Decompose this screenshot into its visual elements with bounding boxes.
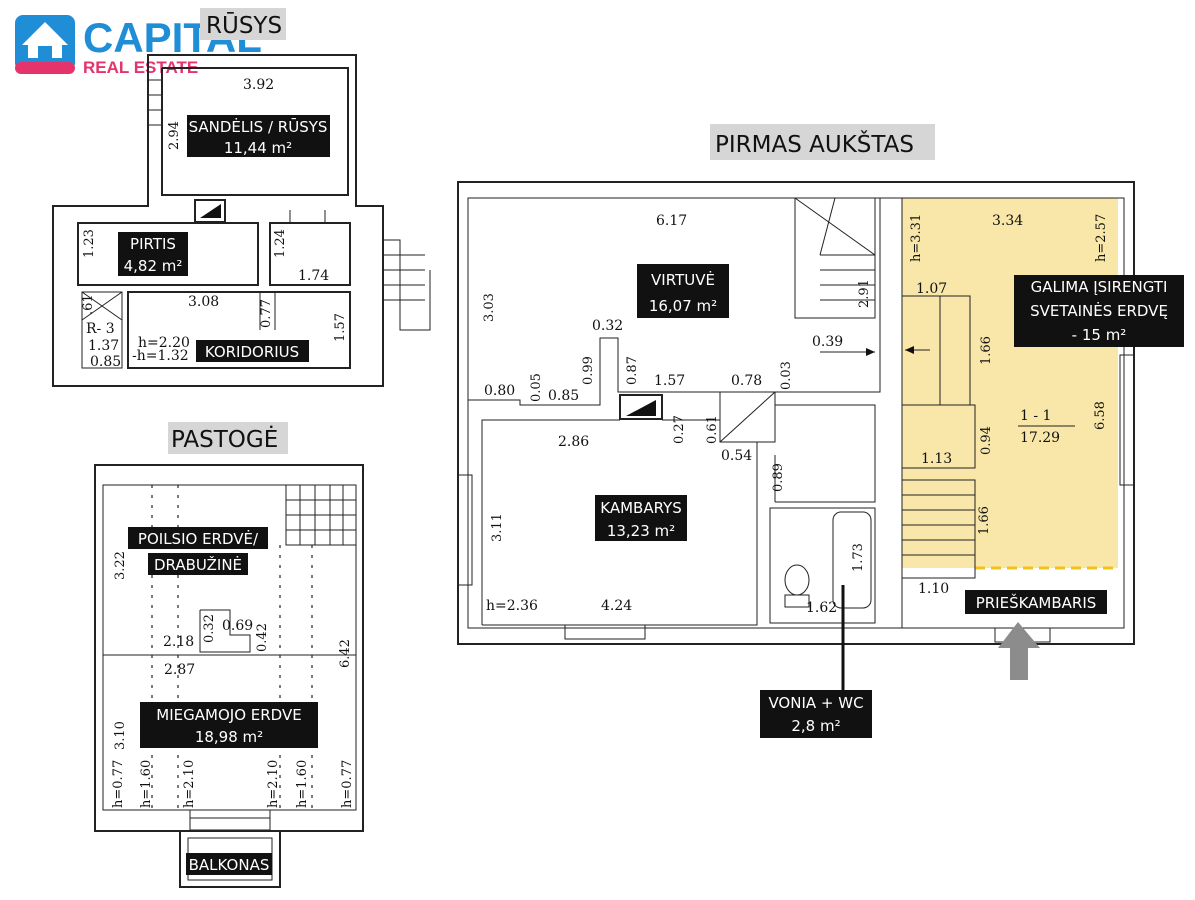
dim-attic-h160a: h=1.60 bbox=[139, 760, 154, 808]
dim-ground-078: 0.78 bbox=[731, 373, 762, 389]
room-bedroom-name: MIEGAMOJO ERDVE bbox=[156, 706, 301, 724]
living-note-line3: - 15 m² bbox=[1072, 326, 1127, 344]
dim-ground-334: 3.34 bbox=[992, 213, 1023, 229]
dim-attic-322: 3.22 bbox=[113, 551, 128, 580]
dim-ground-005: 0.05 bbox=[529, 373, 544, 402]
dim-ground-617: 6.17 bbox=[656, 213, 687, 229]
dim-ground-003: 0.03 bbox=[779, 361, 794, 390]
room-sauna-name: PIRTIS bbox=[130, 235, 176, 253]
room-lounge-line1: POILSIO ERDVĖ/ bbox=[138, 529, 259, 548]
dim-basement-157: 1.57 bbox=[333, 313, 348, 342]
dim-basement-61: .61 bbox=[81, 294, 96, 315]
dim-ground-h236: h=2.36 bbox=[486, 598, 538, 614]
dim-attic-h077a: h=0.77 bbox=[111, 760, 126, 808]
dim-ground-h331: h=3.31 bbox=[909, 214, 924, 262]
dim-ground-h257: h=2.57 bbox=[1094, 214, 1109, 262]
living-note-line1: GALIMA ĮSIRENGTI bbox=[1031, 278, 1168, 296]
dim-ground-061: 0.61 bbox=[705, 415, 720, 444]
dim-ground-room-area: 17.29 bbox=[1020, 430, 1060, 446]
room-sauna-area: 4,82 m² bbox=[124, 257, 183, 275]
living-area-highlight bbox=[902, 198, 1118, 568]
dim-ground-303: 3.03 bbox=[482, 293, 497, 322]
dim-ground-room-code: 1 - 1 bbox=[1020, 408, 1051, 424]
room-kambarys-area: 13,23 m² bbox=[607, 522, 675, 540]
room-bath-name: VONIA + WC bbox=[768, 694, 863, 712]
room-lounge-line2: DRABUŽINĖ bbox=[154, 555, 242, 574]
dim-ground-166b: 1.66 bbox=[977, 506, 992, 535]
dim-basement-174: 1.74 bbox=[298, 268, 329, 284]
logo-underline bbox=[15, 62, 75, 74]
dim-attic-h210a: h=2.10 bbox=[182, 760, 197, 808]
dim-basement-085: 0.85 bbox=[90, 354, 121, 370]
dim-ground-311: 3.11 bbox=[490, 513, 505, 542]
dim-ground-424: 4.24 bbox=[601, 598, 632, 614]
dim-ground-085: 0.85 bbox=[548, 388, 579, 404]
dim-attic-h210b: h=2.10 bbox=[266, 760, 281, 808]
dim-ground-173: 1.73 bbox=[851, 543, 866, 572]
room-kitchen-area: 16,07 m² bbox=[649, 297, 717, 315]
entrance-arrow-icon bbox=[998, 622, 1040, 680]
room-bath-area: 2,8 m² bbox=[791, 717, 840, 735]
dim-attic-218: 2.18 bbox=[163, 634, 194, 650]
dim-basement-h132: -h=1.32 bbox=[132, 348, 189, 364]
dim-ground-286: 2.86 bbox=[558, 434, 589, 450]
room-storage-area: 11,44 m² bbox=[224, 139, 292, 157]
room-bedroom-area: 18,98 m² bbox=[195, 728, 263, 746]
dim-basement-124: 1.24 bbox=[273, 229, 288, 258]
dim-basement-308: 3.08 bbox=[188, 294, 219, 310]
dim-ground-054: 0.54 bbox=[721, 448, 752, 464]
dim-ground-166a: 1.66 bbox=[979, 336, 994, 365]
dim-ground-087: 0.87 bbox=[625, 356, 640, 385]
living-note-line2: SVETAINĖS ERDVĘ bbox=[1030, 301, 1168, 320]
dim-attic-032: 0.32 bbox=[202, 614, 217, 643]
dim-attic-310: 3.10 bbox=[113, 721, 128, 750]
dim-ground-099: 0.99 bbox=[581, 356, 596, 385]
brand-tagline: REAL ESTATE bbox=[83, 58, 198, 77]
basement-plan: RŪSYS 3.92 2.94 1.23 1.24 1.74 3.08 bbox=[52, 8, 431, 387]
room-hall-name: PRIEŠKAMBARIS bbox=[976, 593, 1097, 612]
dim-basement-294: 2.94 bbox=[167, 121, 182, 150]
dim-basement-077: 0.77 bbox=[259, 299, 274, 328]
dim-ground-032: 0.32 bbox=[592, 318, 623, 334]
dim-ground-110: 1.10 bbox=[918, 581, 949, 597]
dim-ground-039: 0.39 bbox=[812, 334, 843, 350]
dim-attic-642: 6.42 bbox=[338, 639, 353, 668]
dim-ground-291: 2.91 bbox=[857, 279, 872, 308]
dim-ground-107: 1.07 bbox=[916, 281, 947, 297]
dim-ground-089: 0.89 bbox=[771, 463, 786, 492]
room-corridor-name: KORIDORIUS bbox=[205, 343, 299, 361]
dim-basement-r3: R- 3 bbox=[86, 321, 115, 337]
room-balcony-name: BALKONAS bbox=[189, 856, 270, 874]
attic-plan: PASTOGĖ 3.22 2.18 0.32 0.69 0.42 6.42 2.… bbox=[94, 422, 364, 888]
basement-title: RŪSYS bbox=[206, 12, 282, 39]
dim-ground-027: 0.27 bbox=[672, 415, 687, 444]
room-storage-name: SANDĖLIS / RŪSYS bbox=[189, 117, 328, 136]
dim-basement-h220: h=2.20 bbox=[138, 335, 190, 351]
dim-basement-123: 1.23 bbox=[82, 229, 97, 258]
dim-ground-658: 6.58 bbox=[1093, 401, 1108, 430]
ground-title: PIRMAS AUKŠTAS bbox=[715, 130, 914, 158]
room-kambarys-name: KAMBARYS bbox=[600, 499, 681, 517]
dim-basement-392: 3.92 bbox=[243, 77, 274, 93]
dim-attic-h160b: h=1.60 bbox=[295, 760, 310, 808]
dim-ground-094: 0.94 bbox=[979, 426, 994, 455]
dim-attic-042: 0.42 bbox=[255, 623, 270, 652]
dim-attic-h077b: h=0.77 bbox=[340, 760, 355, 808]
dim-ground-080: 0.80 bbox=[484, 383, 515, 399]
dim-ground-157: 1.57 bbox=[654, 373, 685, 389]
dim-ground-113: 1.13 bbox=[921, 451, 952, 467]
attic-title: PASTOGĖ bbox=[171, 425, 278, 453]
dim-attic-069: 0.69 bbox=[222, 618, 253, 634]
ground-floor-plan: PIRMAS AUKŠTAS bbox=[457, 124, 1184, 738]
dim-ground-162: 1.62 bbox=[806, 600, 837, 616]
dim-basement-137: 1.37 bbox=[88, 338, 119, 354]
room-kitchen-name: VIRTUVĖ bbox=[651, 270, 715, 289]
dim-attic-287: 2.87 bbox=[164, 662, 195, 678]
